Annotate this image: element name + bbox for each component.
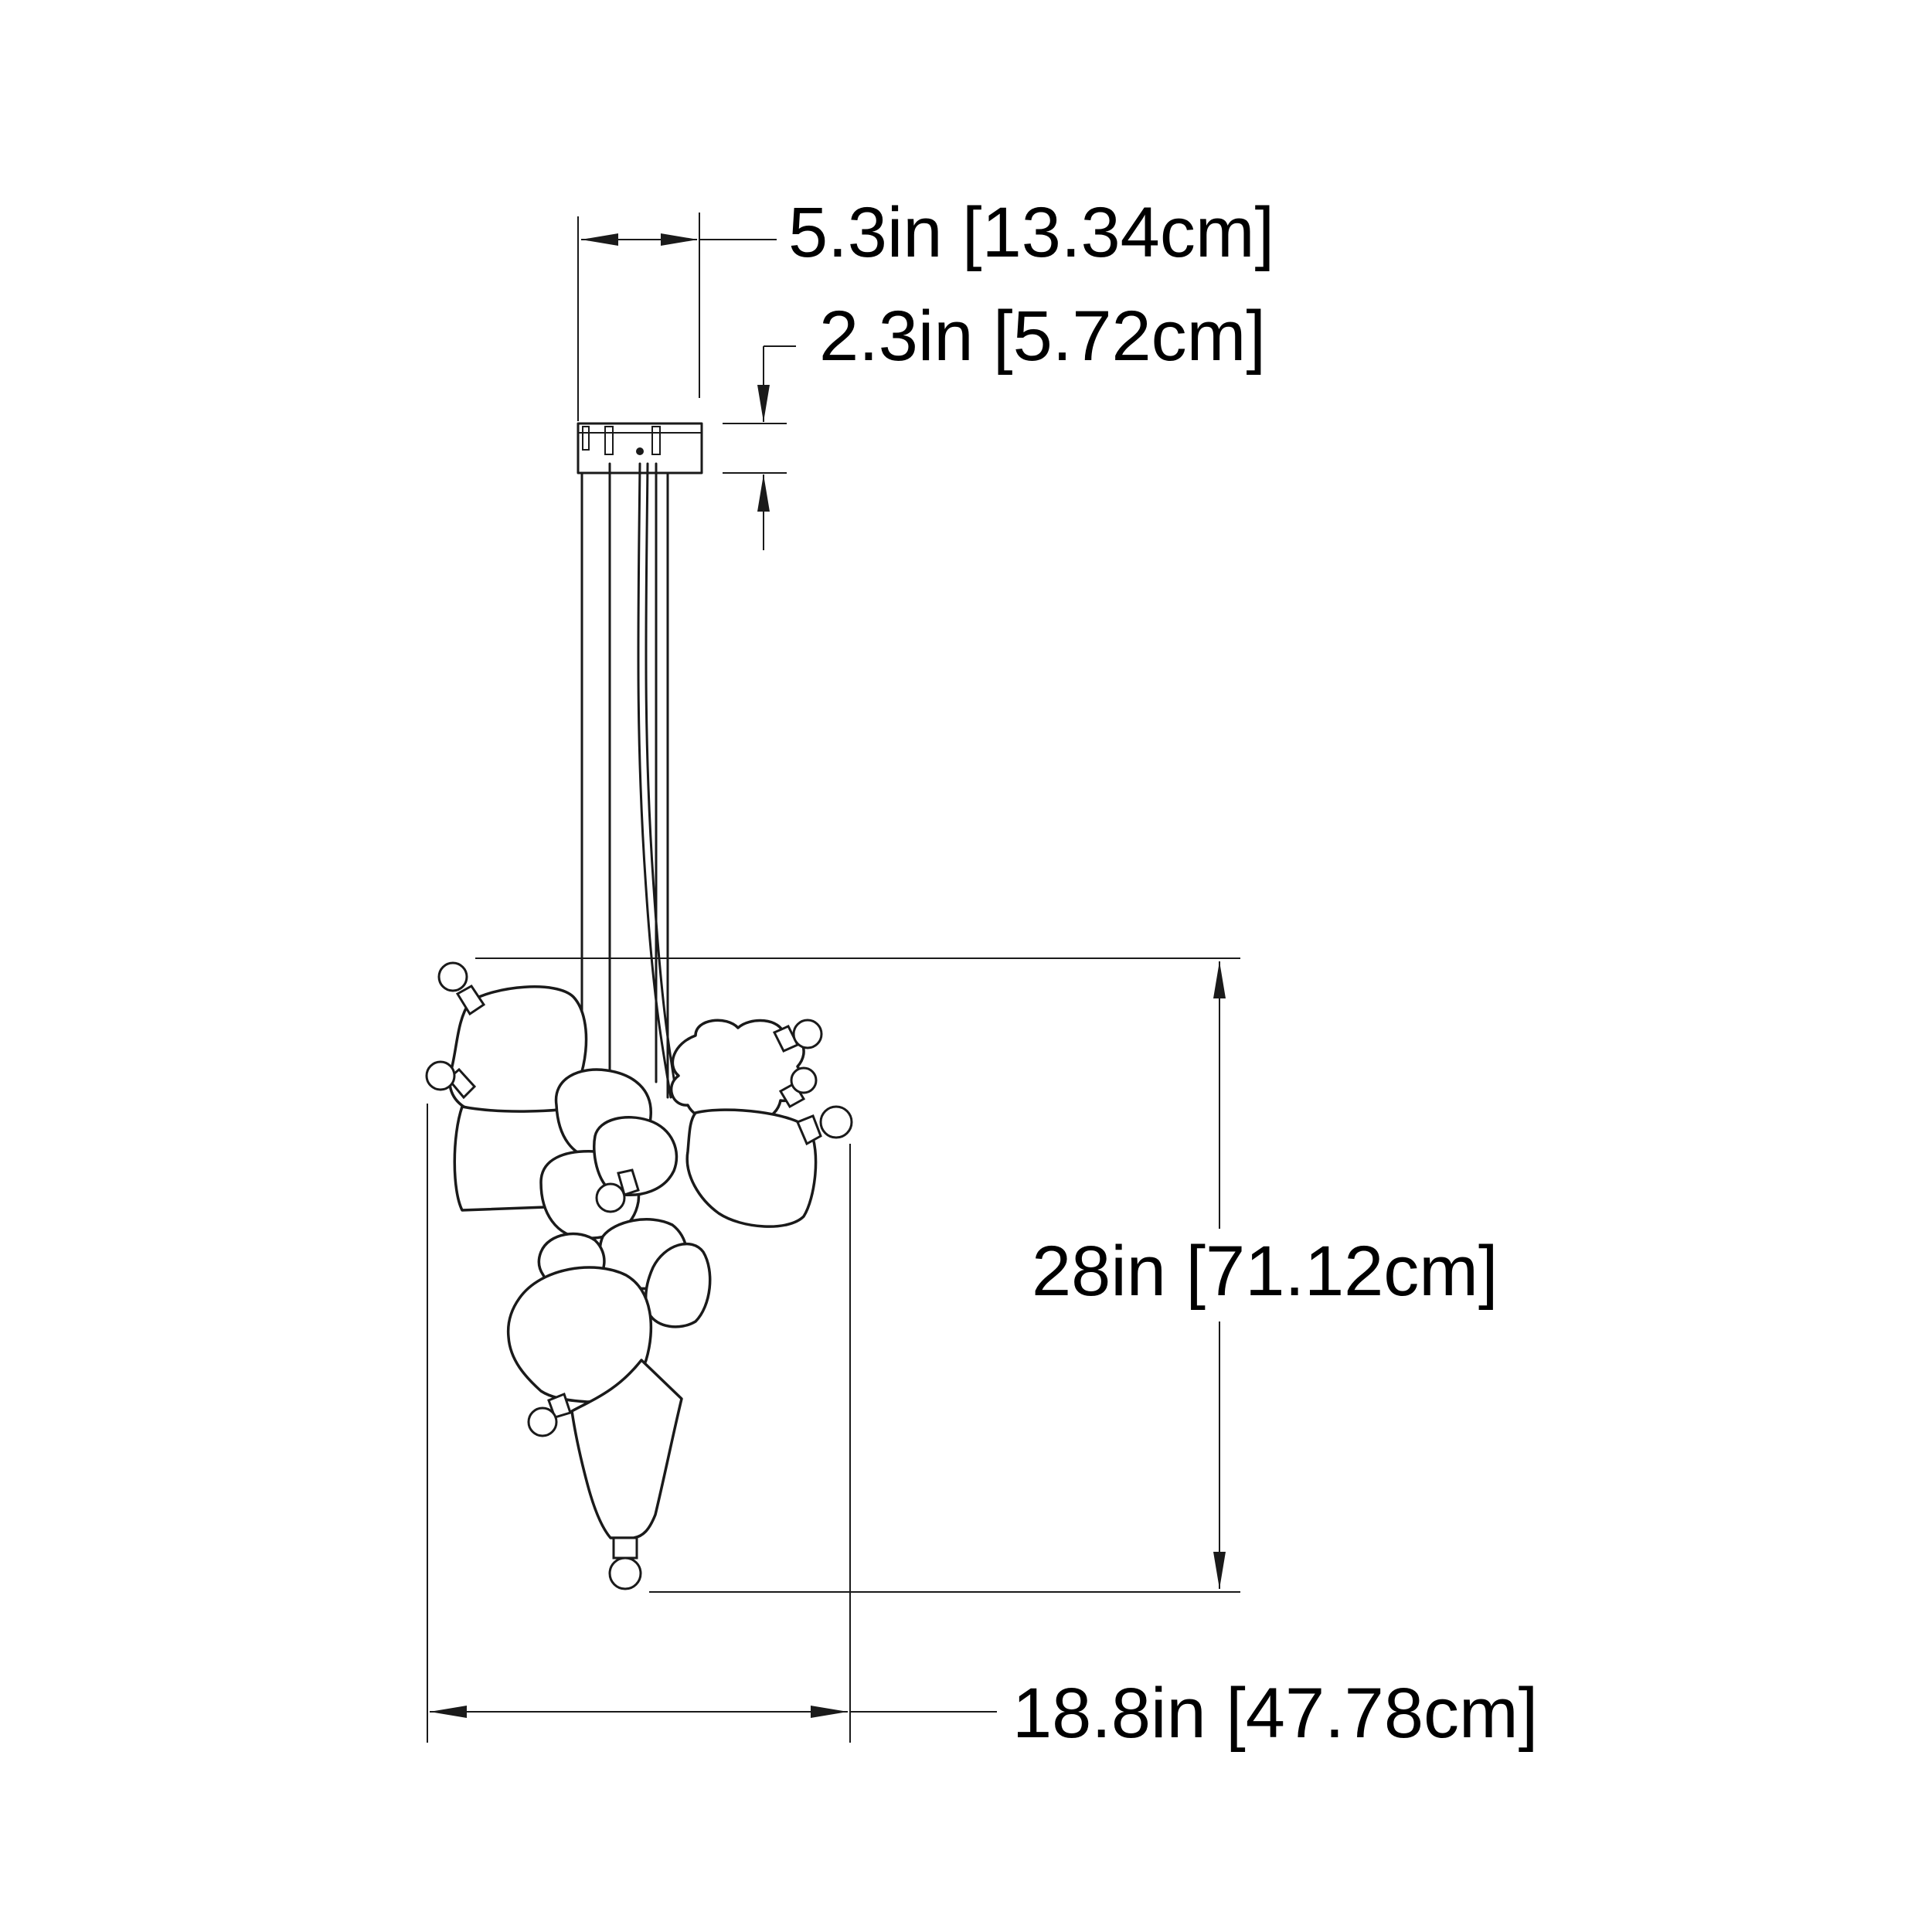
bulb-lower-left	[527, 1393, 572, 1437]
dimension-fixture-height	[475, 957, 1240, 1593]
glass-globe-center	[593, 1116, 679, 1196]
bulb-far-right	[796, 1105, 853, 1146]
bulb-left	[425, 1060, 477, 1100]
bulb-top-left	[437, 961, 486, 1016]
dimension-fixture-width	[427, 1104, 997, 1743]
dimension-canopy-height	[723, 345, 796, 550]
canopy-width-label: 5.3in [13.34cm]	[788, 193, 1274, 272]
glass-shade-upper-right-cloud	[669, 1019, 805, 1123]
bulb-upper-right	[772, 1019, 823, 1053]
bulbs	[425, 961, 853, 1590]
glass-cluster	[448, 985, 818, 1539]
fixture-width-label: 18.8in [47.78cm]	[1012, 1674, 1538, 1753]
suspension-rods	[580, 462, 679, 1099]
bulb-right-middle	[778, 1066, 818, 1109]
fixture-height-label: 28in [71.12cm]	[1032, 1232, 1498, 1311]
bulb-bottom	[608, 1536, 642, 1590]
canopy-height-label: 2.3in [5.72cm]	[819, 297, 1266, 376]
glass-shade-diamond	[570, 1359, 683, 1539]
dimension-canopy-width	[577, 213, 777, 421]
glass-shade-right	[685, 1108, 818, 1228]
bulb-center	[595, 1168, 640, 1213]
